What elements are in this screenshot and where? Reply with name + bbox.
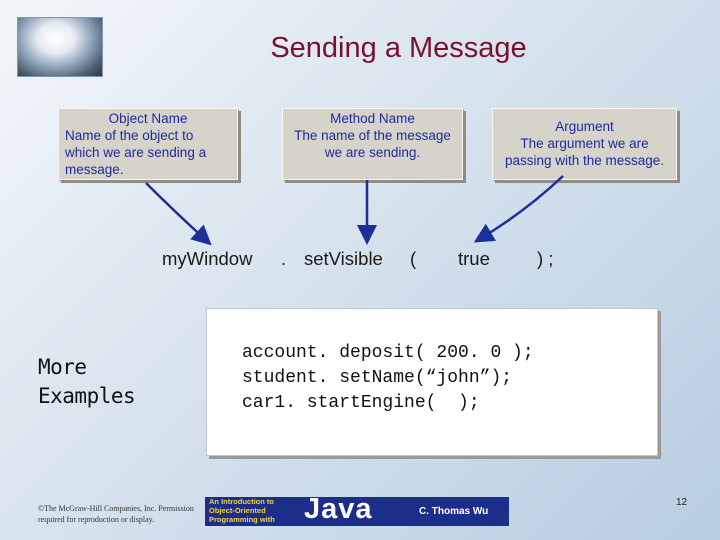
callout-object-name: Object Name Name of the object to which … (58, 108, 238, 180)
statement-close: ) ; (537, 248, 554, 269)
callout-method-body: The name of the message we are sending. (294, 128, 451, 160)
banner-subtitle: An Introduction to Object-Oriented Progr… (209, 497, 275, 524)
more-examples-line2: Examples (38, 384, 136, 408)
statement-dot: . (281, 248, 287, 269)
callout-argument-heading: Argument (555, 119, 614, 134)
arrow-object (145, 182, 212, 246)
callout-object-body: Name of the object to which we are sendi… (65, 128, 207, 177)
example-line-1: account. deposit( 200. 0 ); (242, 343, 534, 363)
statement-argument: true (458, 248, 490, 269)
page-number: 12 (676, 497, 688, 508)
callout-object-heading: Object Name (108, 111, 188, 126)
statement-open-paren: ( (410, 248, 417, 269)
banner-java-logo: Java (304, 497, 373, 525)
example-line-2: student. setName(“john”); (242, 368, 513, 388)
callout-argument: Argument The argument we are passing wit… (492, 108, 677, 180)
callout-method-name: Method Name The name of the message we a… (282, 108, 463, 180)
waterfall-logo-image (17, 17, 103, 77)
more-examples-label: More Examples (38, 353, 136, 411)
banner-author: C. Thomas Wu (419, 506, 489, 517)
statement-object: myWindow (162, 248, 253, 269)
arrow-argument (473, 175, 564, 243)
statement-method: setVisible (304, 248, 383, 269)
more-examples-line1: More (38, 355, 87, 379)
slide-title: Sending a Message (270, 32, 527, 64)
example-line-3: car1. startEngine( ); (242, 393, 480, 413)
callout-method-heading: Method Name (330, 111, 415, 126)
java-book-banner: An Introduction to Object-Oriented Progr… (205, 497, 509, 526)
copyright-notice: ©The McGraw-Hill Companies, Inc. Permiss… (38, 504, 194, 524)
callout-argument-body: The argument we are passing with the mes… (504, 136, 665, 168)
examples-box (206, 308, 658, 456)
